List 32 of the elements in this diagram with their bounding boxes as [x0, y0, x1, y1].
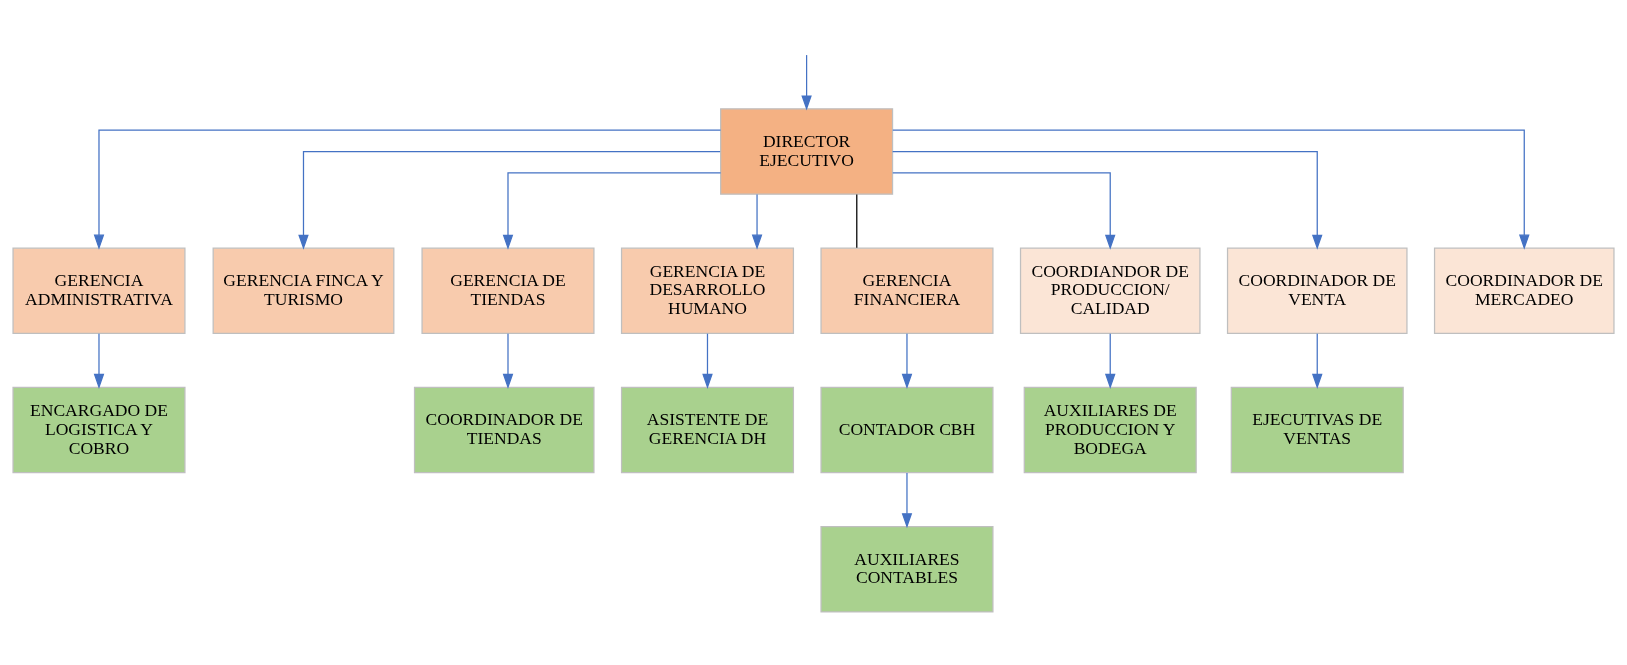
node-box: COORDINADOR DE TIENDAS [413, 386, 595, 473]
arrow [901, 471, 913, 528]
arrow [801, 53, 812, 110]
node-box: GERENCIA FINCA Y TURISMO [212, 247, 395, 334]
node-box: CONTADOR CBH [820, 386, 994, 473]
arrow [502, 332, 514, 389]
node-box: GERENCIA DE DESARROLLO HUMANO [620, 247, 795, 334]
arrow [892, 150, 1323, 250]
node-box: AUXILIARES CONTABLES [820, 525, 994, 613]
arrow [298, 150, 721, 250]
node-box: ASISTENTE DE GERENCIA DH [620, 386, 795, 473]
arrow [502, 171, 722, 250]
arrow [901, 332, 913, 389]
node-box: COORDINADOR DE VENTA [1226, 247, 1408, 334]
arrow [93, 332, 105, 389]
node-box: ENCARGADO DE LOGISTICA Y COBRO [12, 386, 186, 473]
arrow [751, 193, 763, 250]
arrow [892, 171, 1116, 250]
arrow [1104, 332, 1116, 389]
arrow [702, 332, 713, 389]
arrow [892, 129, 1530, 250]
node-box: GERENCIA DE TIENDAS [421, 247, 595, 334]
node-box: GERENCIA FINANCIERA [820, 247, 994, 334]
node-box: EJECUTIVAS DE VENTAS [1230, 386, 1404, 473]
node-box: COORDIANDOR DE PRODUCCION/ CALIDAD [1019, 247, 1201, 334]
node-box: COORDINADOR DE MERCADEO [1433, 247, 1615, 334]
node-box: DIRECTOR EJECUTIVO [720, 107, 894, 195]
connector [856, 193, 858, 248]
node-box: AUXILIARES DE PRODUCCION Y BODEGA [1023, 386, 1197, 473]
arrow [93, 129, 722, 250]
arrow [1311, 332, 1323, 389]
node-box: GERENCIA ADMINISTRATIVA [12, 247, 186, 334]
